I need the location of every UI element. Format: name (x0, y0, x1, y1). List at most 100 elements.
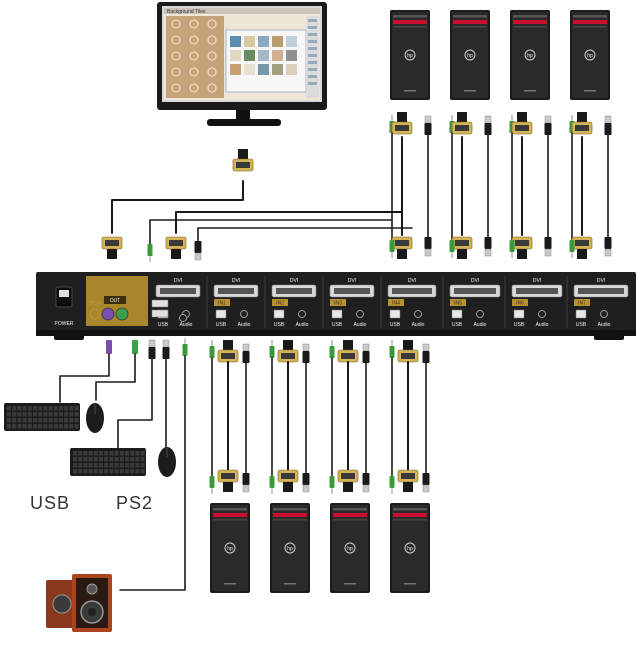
usb-port-label: USB (576, 322, 587, 328)
pc-slot (513, 26, 547, 28)
key (125, 463, 129, 468)
usb-plug-icon (484, 237, 492, 257)
hp-logo-text: hp (227, 546, 233, 552)
audio-body (182, 344, 188, 356)
swatch (272, 64, 283, 75)
in-label: IN7 (578, 301, 586, 307)
usb-plug-icon (162, 339, 170, 359)
dvi-connector-icon (165, 236, 187, 259)
usb-metal (424, 115, 432, 124)
usb-plug-icon (194, 241, 202, 261)
audio-tip (149, 256, 151, 262)
usb-metal (162, 339, 170, 348)
panel-row (308, 75, 317, 78)
dvi-boot (457, 249, 467, 259)
usb-body (362, 473, 370, 485)
usb-metal (194, 252, 202, 261)
key (22, 406, 27, 411)
usb-plug-icon (242, 473, 250, 493)
dvi-connector-icon (397, 340, 419, 363)
dvi-connector-icon (511, 112, 533, 135)
tile-motif (171, 51, 181, 61)
in-badge (512, 299, 528, 306)
key (140, 463, 145, 468)
audio-plug-icon (182, 338, 188, 356)
tile-motif (189, 19, 199, 29)
pc-cable-bundle (389, 340, 430, 494)
monitor-neck (236, 110, 250, 120)
pc-slot (273, 519, 307, 521)
pc-stripe (393, 20, 427, 24)
swatch (244, 36, 255, 47)
tower-pc-icon: hp (390, 503, 430, 593)
tile-motif (171, 19, 181, 29)
tweeter (86, 583, 98, 595)
pc-brand (404, 583, 416, 585)
key (83, 451, 88, 456)
usb-plug-icon (302, 473, 310, 493)
swatch (230, 64, 241, 75)
tile-motif (207, 67, 217, 77)
usb-metal (302, 343, 310, 352)
usb-port-label: USB (216, 322, 227, 328)
usb-plug-icon (302, 343, 310, 363)
pc-cable-bundle (569, 112, 612, 259)
audio-body (389, 240, 395, 252)
mouse-icon (86, 403, 104, 433)
key (140, 457, 145, 462)
pc-brand (344, 583, 356, 585)
key (73, 451, 77, 456)
usb-body (484, 123, 492, 135)
key (78, 469, 83, 474)
usb-body (604, 237, 612, 249)
dvi-pins (515, 125, 529, 131)
hp-logo-text: hp (287, 546, 293, 552)
usb-b-port-icon (273, 309, 285, 319)
dvi-port-pins (334, 288, 370, 294)
dvi-pins (401, 473, 415, 479)
dvi-boot (283, 340, 293, 350)
ps2-keyboard-cable (59, 353, 110, 403)
usb-body (242, 473, 250, 485)
key (12, 424, 17, 429)
hp-logo-icon (284, 542, 296, 554)
swatch (230, 50, 241, 61)
audio-plug-icon (147, 244, 153, 262)
tile-motif (189, 35, 199, 45)
tower-pc-icon: hp (450, 10, 490, 100)
audio-port-label: Audio (598, 322, 611, 328)
ps2-mouse-cable (95, 353, 136, 401)
pc-stripe (393, 513, 427, 517)
pc-bay (333, 508, 367, 511)
panel-row (308, 19, 317, 22)
power-rocker (59, 290, 69, 297)
in-label: IN2 (276, 301, 284, 307)
dvi-pins (341, 353, 355, 359)
pc-brand (464, 90, 476, 92)
pc-brand (224, 583, 236, 585)
key (12, 406, 17, 411)
dvi-boot (517, 249, 527, 259)
tile-motif (189, 51, 199, 61)
audio-plug-icon (389, 240, 395, 258)
pc-slot (453, 26, 487, 28)
monitor-base (207, 119, 281, 126)
dvi-connector-icon (217, 340, 239, 363)
panel-row (308, 26, 317, 29)
dvi-pins (575, 240, 589, 246)
dvi-pins (515, 240, 529, 246)
usb-body (422, 473, 430, 485)
in-badge (574, 299, 590, 306)
key (12, 412, 17, 417)
audio-tip (331, 488, 333, 494)
usb-plug-icon (424, 115, 432, 135)
dvi-connector-icon (391, 236, 413, 259)
woofer-cap (88, 608, 96, 616)
key (99, 463, 103, 468)
tower-pc-icon: hp (270, 503, 310, 593)
pc-bay (573, 15, 607, 18)
panel-row (308, 68, 317, 71)
